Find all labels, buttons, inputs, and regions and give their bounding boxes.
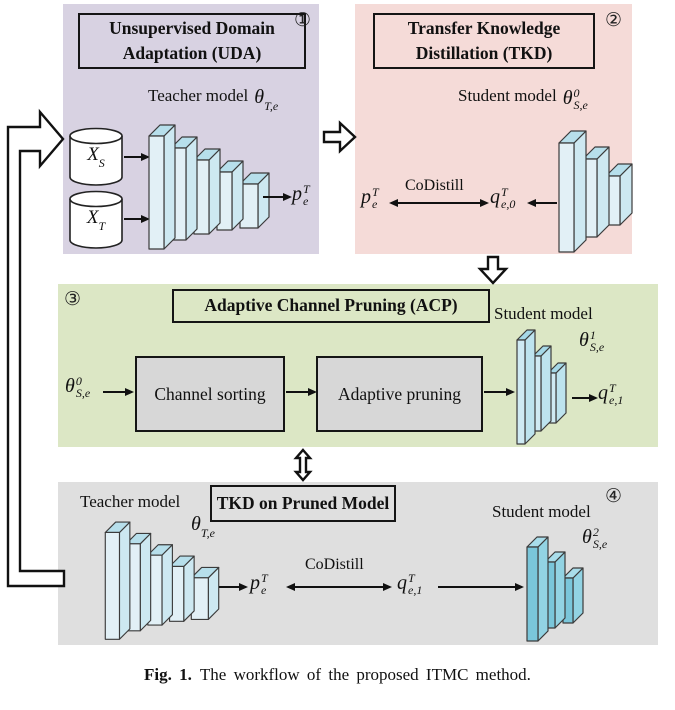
database-cylinder-icon — [69, 190, 123, 249]
pruned-teacher-label: Teacher model — [80, 492, 181, 511]
arrow-student-to-q — [529, 202, 557, 204]
pruned-title-box: TKD on Pruned Model — [210, 485, 396, 522]
uda-title: Unsupervised Domain Adaptation (UDA) — [109, 17, 275, 63]
pruned-teacher-model-icon — [104, 521, 220, 640]
pruned-student-label: Student model — [492, 502, 591, 521]
panel-tkd: Transfer Knowledge Distillation (TKD) ② … — [355, 4, 633, 254]
codistill-label: CoDistill — [405, 177, 464, 194]
arrow-pruning-to-student — [484, 391, 513, 393]
arrow-theta-to-sorting — [103, 391, 132, 393]
acp-title-box: Adaptive Channel Pruning (ACP) — [172, 289, 490, 323]
panel-acp: ③ Adaptive Channel Pruning (ACP) Student… — [58, 284, 658, 447]
codistill-label-2: CoDistill — [305, 556, 364, 573]
pruned-title: TKD on Pruned Model — [216, 492, 390, 513]
teacher-model-icon — [148, 124, 270, 250]
codistill-arrow — [391, 202, 487, 204]
final-student-model-icon — [526, 536, 584, 642]
circled-number-1: ① — [294, 9, 312, 31]
feedback-loop-arrow — [6, 108, 66, 588]
tkd-title-box: Transfer Knowledge Distillation (TKD) — [373, 13, 595, 69]
caption-text: The workflow of the proposed ITMC method… — [199, 665, 531, 684]
hollow-arrow-tkd-to-acp — [477, 255, 509, 285]
circled-number-2: ② — [605, 9, 623, 31]
figure-caption: Fig. 1. The workflow of the proposed ITMC… — [0, 665, 675, 685]
arrow-student-to-q1 — [572, 397, 596, 399]
acp-student-model-label: Student model — [494, 304, 593, 323]
hollow-arrow-uda-to-tkd — [322, 120, 357, 154]
acp-title: Adaptive Channel Pruning (ACP) — [204, 295, 458, 316]
caption-label: Fig. 1. — [144, 665, 192, 684]
channel-sorting-box: Channel sorting — [135, 356, 285, 432]
tkd-title: Transfer Knowledge Distillation (TKD) — [407, 17, 561, 63]
arrow-sorting-to-pruning — [286, 391, 315, 393]
arrow-teacher-to-p — [219, 586, 246, 588]
database-cylinder-icon — [69, 127, 123, 186]
adaptive-pruning-box: Adaptive pruning — [316, 356, 483, 432]
circled-number-3: ③ — [64, 288, 82, 310]
arrow-model-to-p — [263, 196, 290, 198]
arrow-source-to-model — [124, 156, 148, 158]
pruned-student-model-icon — [516, 329, 567, 445]
codistill-arrow-2 — [288, 586, 390, 588]
circled-number-4: ④ — [605, 485, 623, 507]
panel-uda: Unsupervised Domain Adaptation (UDA) ① T… — [63, 4, 319, 254]
student-model-icon — [558, 130, 633, 253]
arrow-target-to-model — [124, 218, 148, 220]
arrow-q-to-student — [438, 586, 522, 588]
hollow-double-arrow-acp-pruned — [293, 448, 313, 482]
uda-title-box: Unsupervised Domain Adaptation (UDA) — [78, 13, 306, 69]
